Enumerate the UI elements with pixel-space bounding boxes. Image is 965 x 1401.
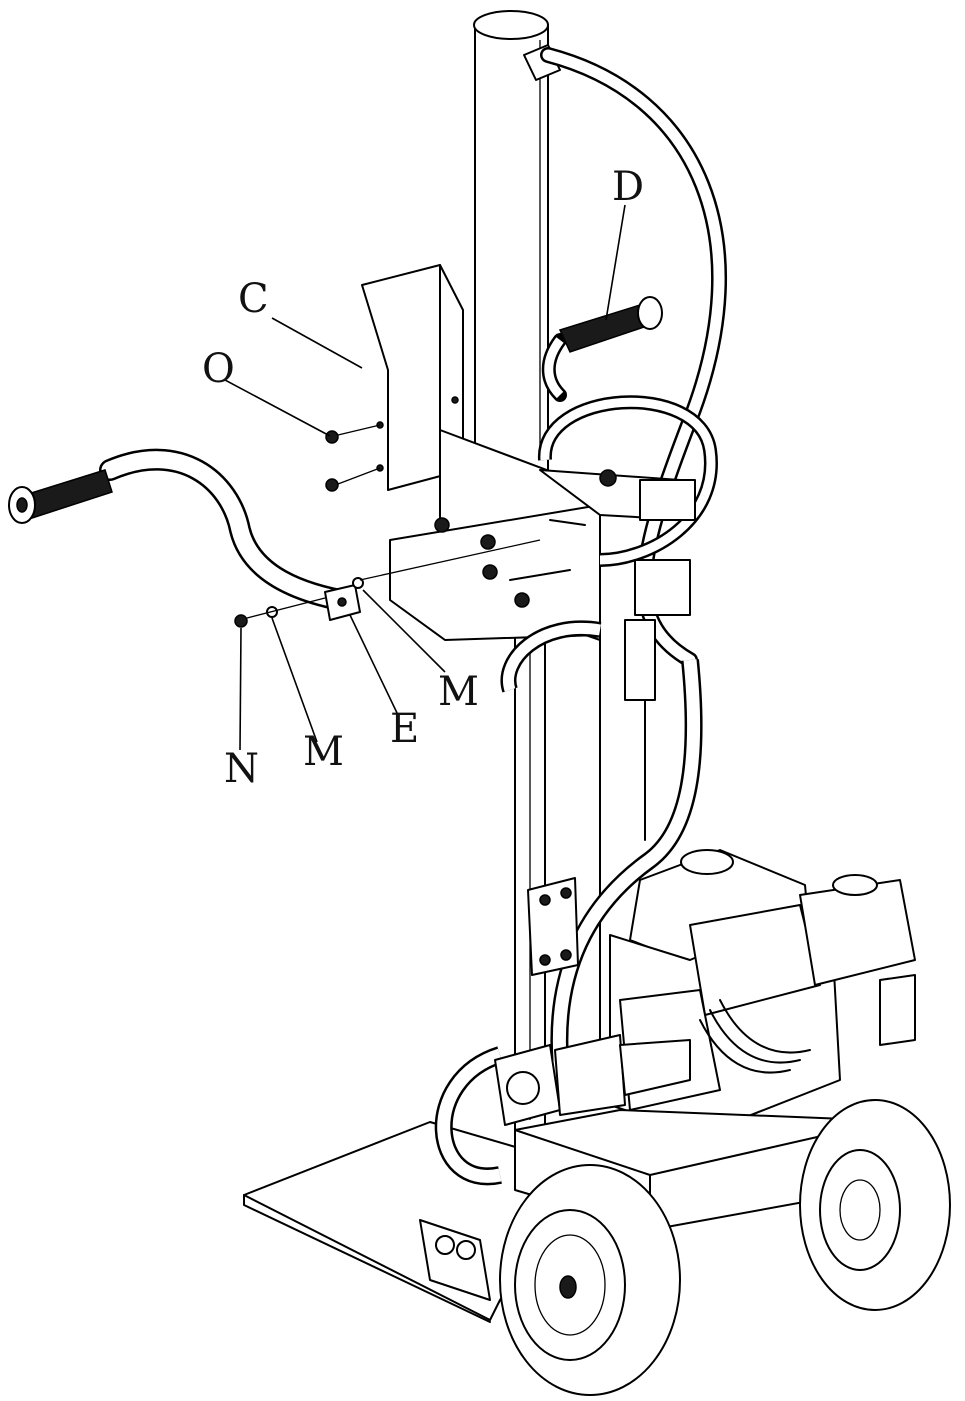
carriage bbox=[389, 429, 691, 641]
callout-d: D bbox=[612, 164, 644, 210]
right-handle bbox=[541, 296, 663, 402]
side-bracket bbox=[527, 877, 579, 976]
bolt-o bbox=[325, 424, 381, 492]
rear-wheel bbox=[799, 1099, 951, 1311]
callout-o: O bbox=[202, 346, 235, 392]
callout-m-upper: M bbox=[438, 669, 479, 715]
leader-lines bbox=[224, 204, 626, 751]
left-handle bbox=[8, 448, 361, 621]
control-valve bbox=[624, 479, 696, 841]
bolt-axis-line-upper bbox=[359, 539, 541, 581]
callout-n: N bbox=[224, 746, 259, 792]
hydraulic-pump bbox=[494, 1034, 691, 1126]
nut-n bbox=[234, 614, 248, 628]
wedge-plate bbox=[361, 264, 464, 491]
return-hoses bbox=[434, 395, 718, 1186]
bolt-axis-line bbox=[246, 597, 326, 619]
callout-m-lower: M bbox=[303, 729, 344, 775]
front-wheel bbox=[499, 1164, 681, 1396]
callout-c: C bbox=[238, 276, 269, 322]
engine bbox=[609, 849, 916, 1136]
callout-e: E bbox=[390, 706, 419, 752]
